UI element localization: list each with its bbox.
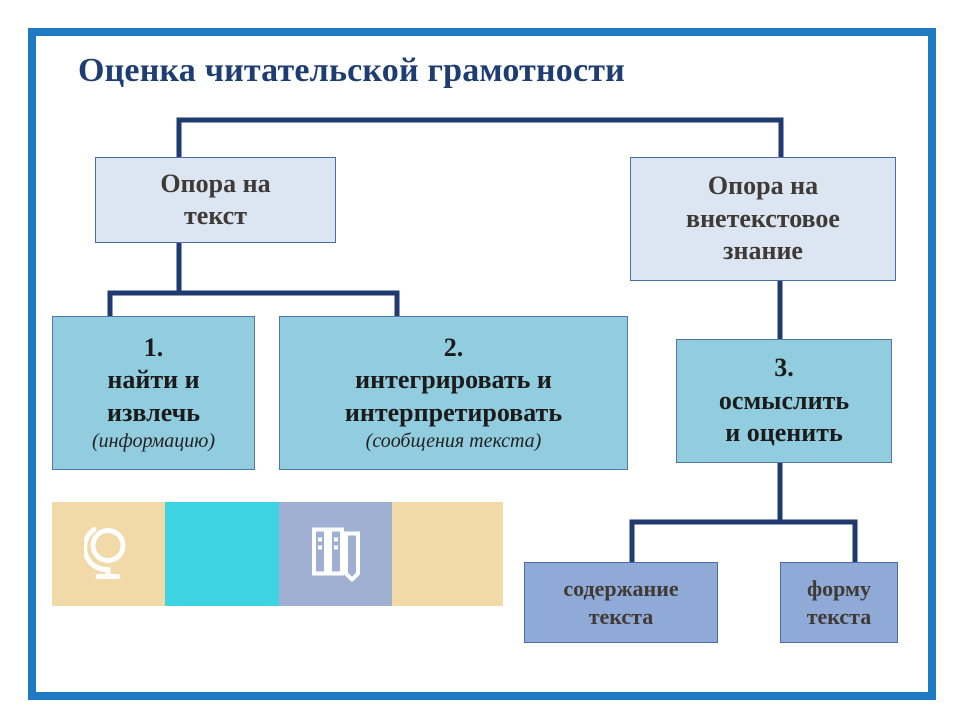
node-find-num: 1. xyxy=(143,332,164,362)
node-text-support: Опора на текст xyxy=(95,157,336,243)
band-segment-4 xyxy=(392,502,503,606)
books-icon xyxy=(308,522,364,587)
node-find-line1: найти и xyxy=(107,365,200,395)
connector-left-split xyxy=(107,290,400,321)
node-integrate-note: (сообщения текста) xyxy=(365,430,542,453)
band-segment-2 xyxy=(165,502,279,606)
node-text-form: форму текста xyxy=(780,562,898,643)
node-find-extract: 1. найти и извлечь (информацию) xyxy=(52,316,255,470)
node-find-note: (информацию) xyxy=(91,430,216,453)
node-text-support-line2: текст xyxy=(184,201,247,230)
node-extratext-line1: Опора на xyxy=(707,171,819,201)
band-segment-1 xyxy=(52,502,165,606)
node-find-line2: извлечь xyxy=(106,397,201,427)
connector-right-split xyxy=(629,519,858,565)
node-form-line1: форму xyxy=(806,576,872,601)
globe-icon xyxy=(81,522,134,587)
node-content-line2: текста xyxy=(588,603,654,629)
node-extratext-knowledge: Опора на внетекстовое знание xyxy=(630,157,896,281)
node-extratext-line3: знание xyxy=(723,236,803,266)
node-reflect-evaluate: 3. осмыслить и оценить xyxy=(676,339,892,463)
node-text-support-line1: Опора на xyxy=(160,168,271,198)
node-integrate-interpret: 2. интегрировать и интерпретировать (соо… xyxy=(279,316,628,470)
node-integrate-num: 2. xyxy=(443,332,464,362)
connector-top xyxy=(176,117,784,160)
page-title: Оценка читательской грамотности xyxy=(78,52,625,89)
node-reflect-line1: осмыслить xyxy=(718,385,850,415)
node-content-line1: содержание xyxy=(563,576,679,601)
node-integrate-line2: интерпретировать xyxy=(344,397,563,427)
node-form-line2: текста xyxy=(806,603,872,629)
node-text-content: содержание текста xyxy=(524,562,718,643)
node-reflect-num: 3. xyxy=(774,353,794,383)
node-extratext-line2: внетекстовое xyxy=(686,203,840,233)
node-integrate-line1: интегрировать и xyxy=(355,365,552,395)
band-segment-3 xyxy=(279,502,392,606)
node-reflect-line2: и оценить xyxy=(725,418,843,448)
